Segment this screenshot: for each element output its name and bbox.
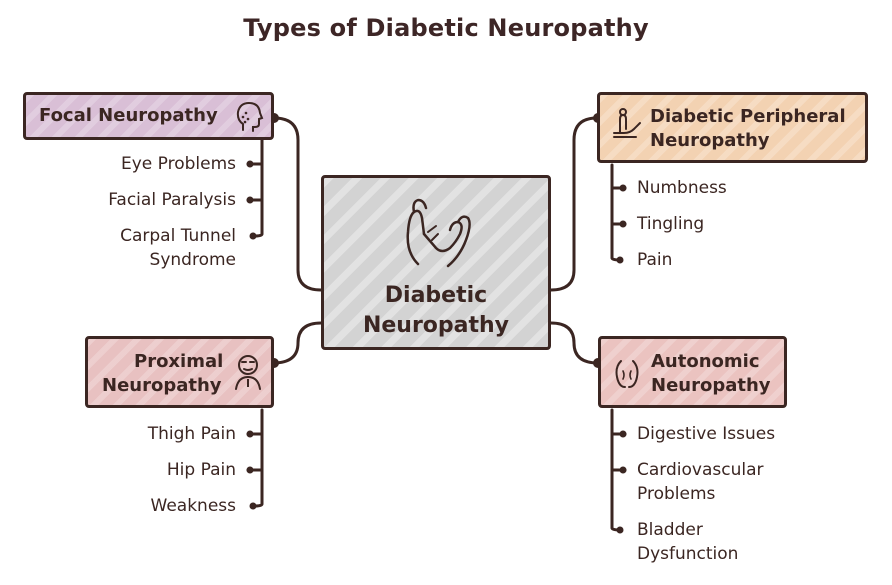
autonomic-neuropathy-box: Autonomic Neuropathy xyxy=(598,336,787,408)
autonomic-item-cardiovascular: Cardiovascular xyxy=(637,460,764,480)
organs-icon xyxy=(615,360,639,388)
hand-icon xyxy=(406,198,471,268)
hand-reach-icon xyxy=(613,108,641,138)
proximal-item-thigh-pain: Thigh Pain xyxy=(147,424,236,444)
connector-autonomic xyxy=(549,321,600,365)
peripheral-label-line2: Neuropathy xyxy=(650,130,770,151)
bracket-proximal xyxy=(253,408,264,508)
autonomic-item-problems: Problems xyxy=(637,484,716,504)
person-icon xyxy=(235,355,261,390)
center-label-line1: Diabetic xyxy=(384,283,488,308)
autonomic-item-bladder: Bladder xyxy=(637,520,703,540)
autonomic-item-digestive-issues: Digestive Issues xyxy=(637,424,776,444)
connector-peripheral xyxy=(549,116,599,292)
focal-neuropathy-label: Focal Neuropathy xyxy=(39,105,218,126)
peripheral-neuropathy-box: Diabetic Peripheral Neuropathy xyxy=(597,92,868,163)
head-icon xyxy=(236,101,264,132)
proximal-label-line2: Neuropathy xyxy=(102,375,222,396)
peripheral-item-pain: Pain xyxy=(637,250,673,270)
diagram-title: Types of Diabetic Neuropathy xyxy=(243,14,649,42)
autonomic-label-line1: Autonomic xyxy=(651,351,760,372)
autonomic-item-dysfunction: Dysfunction xyxy=(637,544,739,564)
focal-item-syndrome: Syndrome xyxy=(149,250,236,270)
peripheral-item-numbness: Numbness xyxy=(637,178,727,198)
proximal-item-hip-pain: Hip Pain xyxy=(166,460,236,480)
autonomic-label-line2: Neuropathy xyxy=(651,375,771,396)
center-node: Diabetic Neuropathy xyxy=(321,175,551,350)
connector-proximal xyxy=(271,321,323,365)
proximal-label-line1: Proximal xyxy=(134,351,224,372)
peripheral-label-line1: Diabetic Peripheral xyxy=(650,106,846,127)
focal-neuropathy-box: Focal Neuropathy xyxy=(23,92,274,140)
focal-item-facial-paralysis: Facial Paralysis xyxy=(108,190,236,210)
focal-item-eye-problems: Eye Problems xyxy=(120,154,236,174)
proximal-neuropathy-box: Proximal Neuropathy xyxy=(85,336,274,408)
proximal-item-weakness: Weakness xyxy=(150,496,236,516)
bracket-peripheral xyxy=(610,163,622,262)
center-label-line2: Neuropathy xyxy=(362,313,510,338)
bracket-focal xyxy=(253,138,264,238)
connector-focal xyxy=(272,116,323,292)
peripheral-item-tingling: Tingling xyxy=(637,214,705,234)
focal-item-carpal-tunnel: Carpal Tunnel xyxy=(120,226,236,246)
